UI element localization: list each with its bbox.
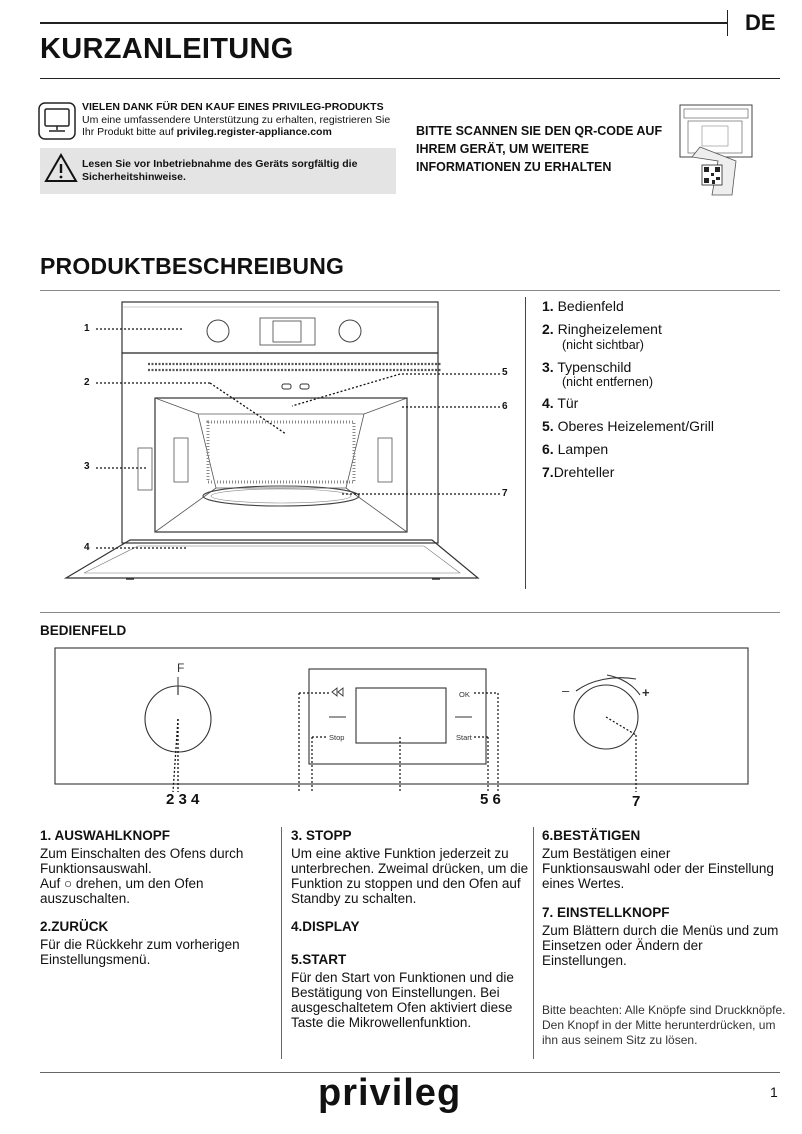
safety-warning-text: Lesen Sie vor Inbetriebnahme des Geräts … bbox=[82, 158, 358, 183]
desc-start: 5.START Für den Start von Funktionen und… bbox=[291, 952, 531, 1030]
page-title: KURZANLEITUNG bbox=[40, 33, 294, 65]
panel-number-middle: 5 6 bbox=[480, 791, 501, 808]
callout-4: 4 bbox=[84, 542, 90, 553]
stop-button-label[interactable]: Stop bbox=[329, 733, 344, 742]
appliance-qr-illustration bbox=[679, 104, 753, 196]
desc-adjust-knob: 7. EINSTELLKNOPF Zum Blättern durch die … bbox=[542, 905, 782, 968]
adjust-knob[interactable] bbox=[573, 684, 639, 750]
desc-heading: 2.ZURÜCK bbox=[40, 919, 109, 934]
desc-display: 4.DISPLAY bbox=[291, 919, 531, 937]
desc-stop: 3. STOPP Um eine aktive Funktion jederze… bbox=[291, 828, 531, 906]
callout-5: 5 bbox=[502, 367, 508, 378]
panel-number-left: 2 3 4 bbox=[166, 791, 200, 808]
back-icon[interactable] bbox=[331, 687, 344, 697]
desc-heading: 1. AUSWAHLKNOPF bbox=[40, 828, 171, 843]
callout-6: 6 bbox=[502, 401, 508, 412]
panel-section-rule bbox=[40, 612, 780, 613]
top-rule bbox=[40, 22, 728, 24]
desc-heading: 4.DISPLAY bbox=[291, 919, 360, 934]
section-rule bbox=[40, 290, 780, 291]
brand-logo: privileg bbox=[318, 1072, 462, 1114]
panel-number-right: 7 bbox=[632, 793, 641, 810]
minus-label: – bbox=[562, 683, 570, 698]
column-divider-1 bbox=[281, 827, 282, 1059]
desc-text: Zum Blättern durch die Menüs und zum Ein… bbox=[542, 923, 779, 968]
legend-item: 4. Tür bbox=[542, 395, 579, 411]
knob-mark-label: F bbox=[177, 661, 184, 675]
legend-item: 2. Ringheizelement bbox=[542, 321, 662, 337]
warning-icon bbox=[44, 152, 78, 182]
section-title-panel: BEDIENFELD bbox=[40, 623, 127, 638]
column-divider-2 bbox=[533, 827, 534, 1059]
desc-heading: 3. STOPP bbox=[291, 828, 352, 843]
desc-text: Auf ○ drehen, um den Ofen auszuschalten. bbox=[40, 876, 204, 906]
desc-text: Für den Start von Funktionen und die Bes… bbox=[291, 970, 514, 1030]
legend-divider bbox=[525, 297, 526, 589]
ok-button-label[interactable]: OK bbox=[459, 690, 470, 699]
qr-code-instruction: BITTE SCANNEN SIE DEN QR-CODE AUF IHREM … bbox=[416, 124, 663, 174]
callout-1: 1 bbox=[84, 323, 90, 334]
plus-label: + bbox=[642, 685, 650, 700]
legend-item: 7.Drehteller bbox=[542, 464, 615, 480]
callout-3: 3 bbox=[84, 461, 90, 472]
desc-back: 2.ZURÜCK Für die Rückkehr zum vorherigen… bbox=[40, 919, 280, 967]
desc-text: Zum Bestätigen einer Funktionsauswahl od… bbox=[542, 846, 774, 891]
start-button-label[interactable]: Start bbox=[456, 733, 473, 742]
desc-text: Für die Rückkehr zum vorherigen Einstell… bbox=[40, 937, 240, 967]
oven-illustration bbox=[63, 301, 500, 580]
control-panel-diagram: F Stop OK Start – + bbox=[54, 647, 749, 792]
legend-item: 5. Oberes Heizelement/Grill bbox=[542, 418, 714, 434]
callout-2: 2 bbox=[84, 377, 90, 388]
monitor-icon bbox=[38, 102, 76, 140]
desc-selector-knob: 1. AUSWAHLKNOPF Zum Einschalten des Ofen… bbox=[40, 828, 280, 906]
desc-text: Zum Einschalten des Ofens durch Funktion… bbox=[40, 846, 244, 876]
display-screen bbox=[355, 687, 447, 744]
language-code: DE bbox=[745, 10, 776, 35]
title-rule bbox=[40, 78, 780, 79]
desc-heading: 5.START bbox=[291, 952, 347, 967]
desc-heading: 7. EINSTELLKNOPF bbox=[542, 905, 670, 920]
page-number: 1 bbox=[770, 1084, 778, 1100]
legend-item: 3. Typenschild bbox=[542, 359, 632, 375]
warning-box bbox=[40, 148, 396, 194]
desc-text: Um eine aktive Funktion jederzeit zu unt… bbox=[291, 846, 529, 906]
callout-7: 7 bbox=[502, 488, 508, 499]
legend-sub: (nicht entfernen) bbox=[562, 375, 654, 389]
section-title-product: PRODUKTBESCHREIBUNG bbox=[40, 253, 345, 279]
legend-item: 1. Bedienfeld bbox=[542, 298, 624, 314]
footer-rule bbox=[40, 1072, 780, 1073]
thanks-text: VIELEN DANK FÜR DEN KAUF EINES PRIVILEG-… bbox=[82, 101, 391, 138]
legend-sub: (nicht sichtbar) bbox=[562, 338, 644, 352]
legend-item: 6. Lampen bbox=[542, 441, 609, 457]
desc-heading: 6.BESTÄTIGEN bbox=[542, 828, 641, 843]
desc-confirm: 6.BESTÄTIGEN Zum Bestätigen einer Funkti… bbox=[542, 828, 782, 891]
language-divider bbox=[727, 10, 728, 36]
push-knob-note: Bitte beachten: Alle Knöpfe sind Druckkn… bbox=[542, 1003, 786, 1047]
